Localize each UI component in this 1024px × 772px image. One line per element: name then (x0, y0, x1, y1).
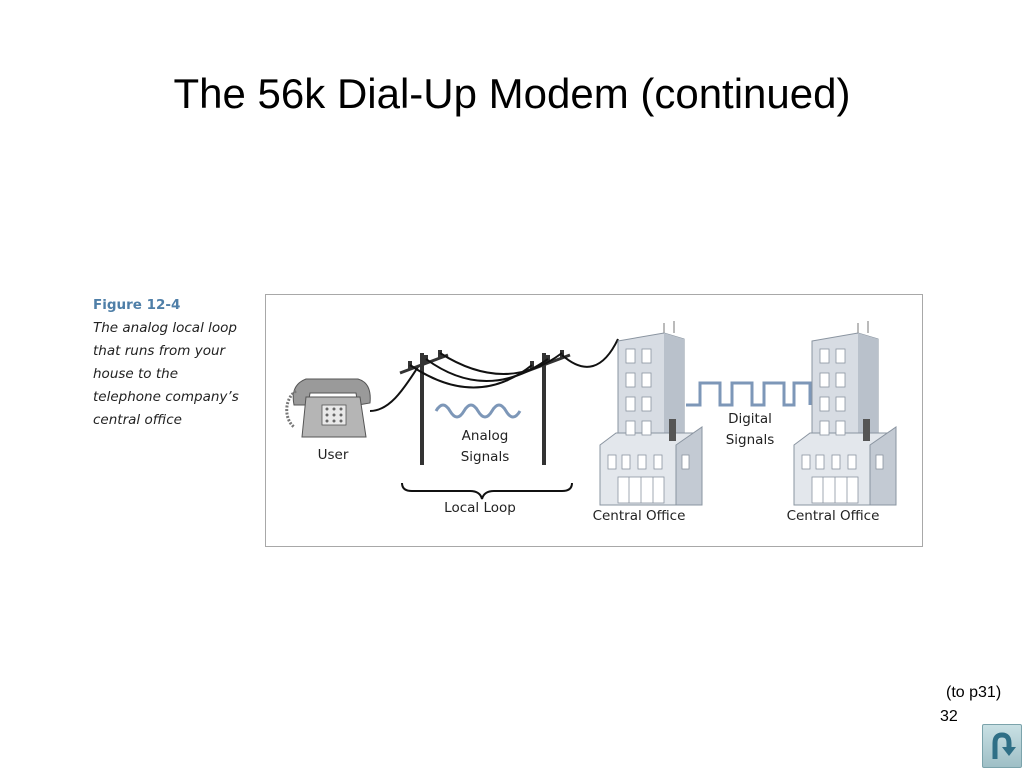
back-reference-link[interactable]: (to p31) (946, 684, 1002, 701)
figure-number: Figure 12-4 (93, 297, 181, 313)
central-office-label-left: Central Office (593, 508, 686, 524)
analog-signal-wave (434, 403, 522, 419)
digital-label: Signals (726, 432, 775, 448)
central-office-building-right (793, 321, 897, 506)
return-button[interactable] (982, 724, 1022, 768)
user-label: User (318, 447, 349, 463)
telephone-icon (285, 378, 371, 438)
figure-caption: Figure 12-4 The analog local loop that r… (93, 294, 258, 432)
utility-pole-left (399, 350, 449, 465)
caption-line: that runs from your (93, 343, 226, 359)
digital-label: Digital (728, 411, 772, 427)
local-loop-diagram: Analog Signals User Local Loop (285, 321, 897, 524)
caption-line: house to the (93, 366, 179, 382)
local-loop-label: Local Loop (444, 500, 516, 516)
caption-line: The analog local loop (93, 320, 237, 336)
central-office-building-left (599, 321, 703, 506)
u-turn-arrow-icon (992, 732, 1016, 759)
analog-label: Signals (461, 449, 510, 465)
central-office-label-right: Central Office (787, 508, 880, 524)
local-loop-bracket (401, 482, 573, 500)
digital-signal-wave (686, 381, 812, 407)
caption-line: telephone company’s (93, 389, 239, 405)
figure-diagram: Analog Signals User Local Loop (265, 294, 923, 547)
caption-line: central office (93, 412, 182, 428)
page-number: 32 (940, 708, 958, 725)
slide-title: The 56k Dial-Up Modem (continued) (173, 70, 851, 117)
analog-label: Analog (462, 428, 509, 444)
